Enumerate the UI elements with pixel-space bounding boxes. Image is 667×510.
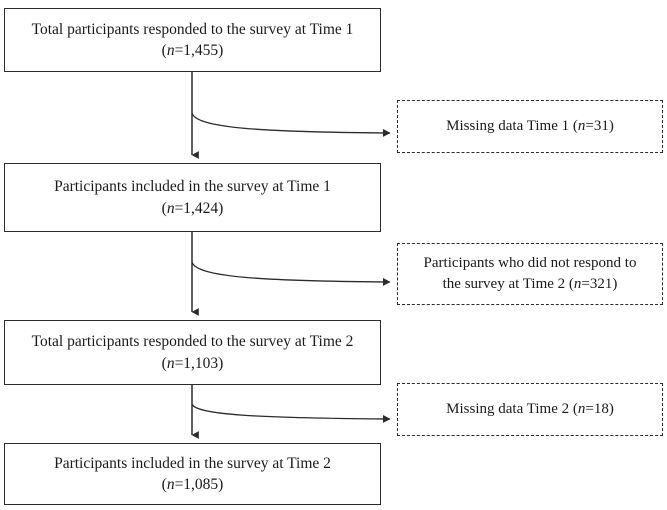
branch-arrow-missing-t1 (191, 112, 391, 137)
node-total-participants-time-2: Total participants responded to the surv… (4, 320, 381, 385)
node-included-participants-time-1-text: Participants included in the survey at T… (54, 178, 331, 217)
node-total-participants-time-2-text: Total participants responded to the surv… (31, 333, 354, 372)
node-nonresponse-time-2-text: Participants who did not respond to the … (423, 255, 637, 292)
node-included-participants-time-2: Participants included in the survey at T… (4, 443, 381, 505)
node-missing-data-time-1: Missing data Time 1 (n=31) (397, 100, 663, 153)
branch-arrow-nonresponse-t2 (191, 261, 391, 286)
node-included-participants-time-1: Participants included in the survey at T… (4, 163, 381, 232)
node-included-participants-time-2-text: Participants included in the survey at T… (54, 454, 331, 493)
node-missing-data-time-2-text: Missing data Time 2 (n=18) (446, 401, 614, 418)
branch-arrow-missing-t2 (191, 403, 391, 423)
node-missing-data-time-1-text: Missing data Time 1 (n=31) (446, 118, 614, 135)
node-total-participants-time-1-text: Total participants responded to the surv… (31, 20, 354, 59)
node-missing-data-time-2: Missing data Time 2 (n=18) (397, 383, 663, 436)
node-nonresponse-time-2: Participants who did not respond to the … (397, 243, 663, 305)
node-total-participants-time-1: Total participants responded to the surv… (4, 8, 381, 72)
